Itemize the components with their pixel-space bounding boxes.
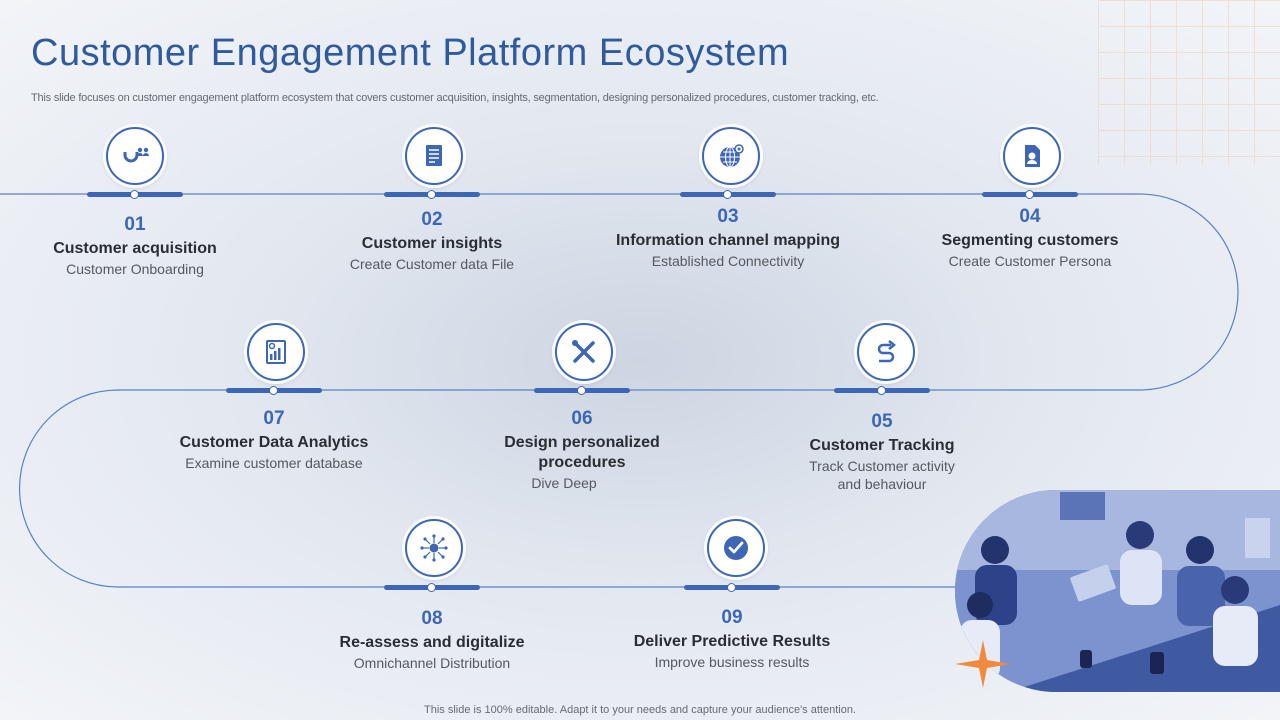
- step-04-title: Segmenting customers: [941, 232, 1119, 249]
- step-04-number: 04: [1019, 206, 1041, 227]
- step-01: 01 Customer acquisition Customer Onboard…: [15, 214, 255, 278]
- step-03-number: 03: [717, 206, 739, 227]
- step-03-dot: [723, 190, 732, 199]
- step-03: 03 Information channel mapping Establish…: [608, 206, 848, 270]
- step-04-dot: [1025, 190, 1034, 199]
- step-05-icon: [857, 323, 915, 381]
- step-03-desc: Established Connectivity: [651, 253, 805, 269]
- step-03-icon: [702, 127, 760, 185]
- step-06-number: 06: [571, 408, 593, 429]
- globe-pin-icon: [720, 144, 744, 168]
- step-05: 05 Customer Tracking Track Customer acti…: [762, 411, 1002, 493]
- step-06-title: Design personalized procedures: [504, 434, 660, 471]
- page-title: Customer Engagement Platform Ecosystem: [31, 32, 790, 74]
- step-02: 02 Customer insights Create Customer dat…: [312, 209, 552, 273]
- star-decoration: [955, 640, 1011, 688]
- step-01-number: 01: [124, 214, 146, 235]
- step-04: 04 Segmenting customers Create Customer …: [910, 206, 1150, 270]
- step-05-title: Customer Tracking: [809, 437, 955, 454]
- step-06-desc: Dive Deep: [531, 475, 597, 491]
- step-02-dot: [427, 190, 436, 199]
- step-05-desc: Track Customer activity and behaviour: [809, 458, 955, 492]
- analytics-report-icon: [266, 340, 286, 364]
- step-09: 09 Deliver Predictive Results Improve bu…: [612, 607, 852, 671]
- step-01-desc: Customer Onboarding: [66, 261, 204, 277]
- step-02-desc: Create Customer data File: [349, 256, 515, 272]
- step-09-number: 09: [721, 607, 743, 628]
- step-01-dot: [130, 190, 139, 199]
- document-icon: [426, 145, 442, 166]
- step-08: 08 Re-assess and digitalize Omnichannel …: [312, 608, 552, 672]
- step-02-icon: [405, 127, 463, 185]
- step-05-dot: [877, 386, 886, 395]
- route-arrow-icon: [877, 340, 897, 363]
- step-07-title: Customer Data Analytics: [179, 434, 369, 451]
- step-07-dot: [269, 386, 278, 395]
- check-circle-icon: [724, 536, 748, 560]
- tools-icon: [572, 340, 595, 363]
- step-02-title: Customer insights: [361, 235, 503, 252]
- step-01-title: Customer acquisition: [53, 240, 217, 257]
- step-03-title: Information channel mapping: [615, 232, 840, 249]
- step-05-number: 05: [871, 411, 893, 432]
- step-01-icon: [106, 127, 164, 185]
- step-07-number: 07: [263, 408, 285, 429]
- step-02-number: 02: [421, 209, 443, 230]
- step-09-icon: [707, 519, 765, 577]
- step-04-desc: Create Customer Persona: [948, 253, 1112, 269]
- magnet-users-icon: [123, 147, 149, 163]
- step-07-desc: Examine customer database: [185, 455, 363, 471]
- step-08-dot: [427, 583, 436, 592]
- footer-note: This slide is 100% editable. Adapt it to…: [424, 704, 856, 716]
- page-subtitle: This slide focuses on customer engagemen…: [31, 92, 879, 104]
- step-04-icon: [1003, 127, 1061, 185]
- step-07-icon: [247, 323, 305, 381]
- step-08-desc: Omnichannel Distribution: [353, 655, 511, 671]
- grid-decoration: [1098, 0, 1280, 165]
- step-09-dot: [727, 583, 736, 592]
- step-06: 06 Design personalized procedures Dive D…: [462, 408, 702, 492]
- step-09-desc: Improve business results: [654, 654, 810, 670]
- step-09-title: Deliver Predictive Results: [633, 633, 831, 650]
- step-07: 07 Customer Data Analytics Examine custo…: [154, 408, 394, 472]
- network-globe-icon: [420, 534, 448, 562]
- step-08-title: Re-assess and digitalize: [339, 634, 525, 651]
- step-06-dot: [577, 386, 586, 395]
- step-08-number: 08: [421, 608, 443, 629]
- persona-file-icon: [1025, 145, 1040, 167]
- step-06-icon: [555, 323, 613, 381]
- step-08-icon: [405, 519, 463, 577]
- team-meeting-photo: [955, 490, 1280, 692]
